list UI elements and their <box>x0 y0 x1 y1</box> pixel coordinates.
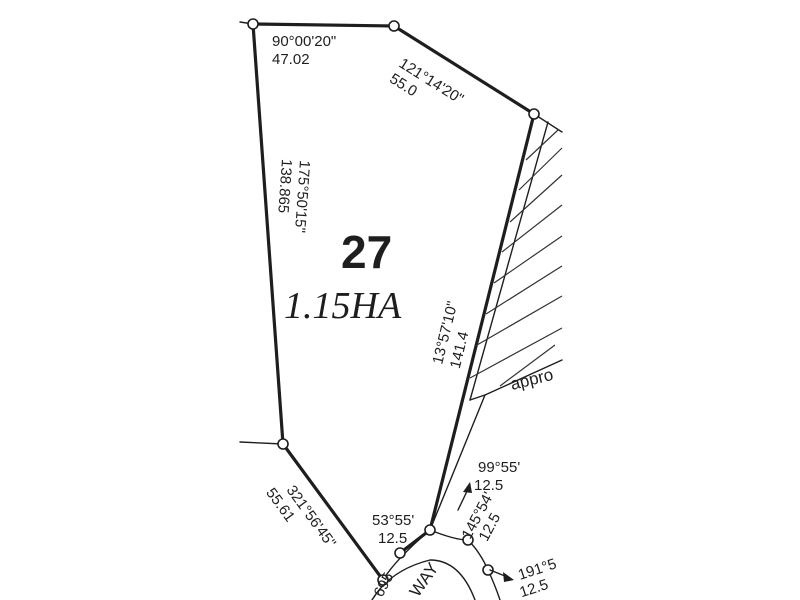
easement-edge <box>469 121 549 401</box>
distance-top: 47.02 <box>272 51 310 68</box>
survey-points <box>247 18 540 586</box>
distance-cul-de-sac-1: 12.5 <box>474 477 503 494</box>
bearing-top: 90°00'20" <box>272 33 336 50</box>
hatch-line <box>501 204 563 253</box>
approx-fragment: appro <box>508 365 555 394</box>
boundary-south-west <box>281 442 385 582</box>
boundary-west <box>251 22 285 446</box>
boundary-east <box>428 112 536 532</box>
lot-area: 1.15HA <box>284 285 402 327</box>
hatch-line <box>499 344 556 387</box>
boundary-top-right <box>392 24 536 116</box>
road-name-fragment: WAY <box>406 559 443 600</box>
bearing-cul-de-sac-1: 99°55' <box>478 459 520 476</box>
distance-cul-de-sac-3: 12.5 <box>517 576 550 600</box>
approach-line <box>484 359 563 396</box>
boundary-top <box>251 22 396 28</box>
easement-hatching <box>469 129 563 387</box>
survey-point <box>277 438 289 450</box>
dimension-arrows <box>457 482 514 582</box>
distance-west: 138.865 <box>274 158 295 213</box>
hatch-line <box>485 265 563 315</box>
survey-point <box>424 524 436 536</box>
survey-point <box>482 564 494 576</box>
hatch-line <box>518 147 563 191</box>
lot-boundary <box>251 22 536 582</box>
arrow-head <box>503 572 514 582</box>
lot-number: 27 <box>341 226 392 278</box>
bearing-west: 175°50'15" <box>291 160 313 234</box>
survey-point <box>388 20 400 32</box>
arrow-head <box>463 482 472 493</box>
distance-south: 12.5 <box>378 530 407 547</box>
hatch-line <box>509 174 563 223</box>
survey-point <box>247 18 259 30</box>
hatch-line <box>493 235 563 284</box>
bearing-south: 53°55' <box>372 512 414 529</box>
hatch-line <box>469 327 563 379</box>
survey-point <box>462 534 474 546</box>
survey-point <box>377 574 389 586</box>
hatch-line <box>525 129 559 161</box>
stub-west <box>239 441 284 445</box>
survey-point <box>394 547 406 559</box>
hatch-line <box>476 295 563 346</box>
survey-point <box>528 108 540 120</box>
